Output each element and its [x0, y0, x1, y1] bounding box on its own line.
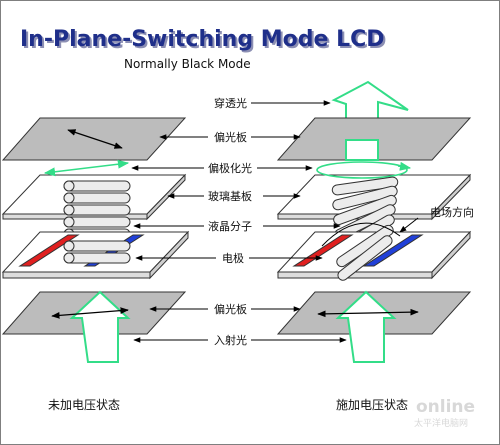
left-polarized-light-arrow — [43, 159, 130, 177]
diagram-subtitle: Normally Black Mode — [124, 57, 251, 71]
label-field-direction: 电场方向 — [430, 205, 474, 219]
center-labels: 穿透光 偏光板 偏极化光 玻璃基板 液晶分子 电极 偏光板 入射光 电场方向 — [131, 96, 474, 347]
label-transmitted-light: 穿透光 — [214, 96, 247, 110]
label-glass-substrate: 玻璃基板 — [208, 189, 252, 203]
right-bottom-polarizer-axis — [317, 308, 419, 318]
caption-voltage-off: 未加电压状态 — [48, 398, 120, 412]
left-stack — [1, 117, 190, 363]
right-electric-field-arc — [321, 222, 401, 247]
label-polarizer-top: 偏光板 — [214, 130, 247, 144]
diagram-title: In-Plane-Switching Mode LCD — [20, 27, 385, 52]
label-polarized-light: 偏极化光 — [208, 161, 252, 175]
right-electrode-blue — [362, 234, 424, 267]
left-top-polarizer-axis — [67, 129, 123, 149]
label-electrode: 电极 — [222, 251, 244, 265]
left-electrode-red — [18, 234, 80, 267]
label-liquid-crystal: 液晶分子 — [208, 219, 252, 233]
field-direction-pointer — [399, 217, 419, 233]
watermark-site: 太平洋电脑网 — [414, 417, 468, 429]
title-shadow: In-Plane-Switching Mode LCD — [22, 29, 387, 54]
left-bottom-polarizer-axis — [51, 307, 129, 319]
right-stack — [276, 80, 472, 363]
caption-voltage-on: 施加电压状态 — [336, 398, 408, 412]
label-incident-light: 入射光 — [214, 333, 247, 347]
label-polarizer-bottom: 偏光板 — [214, 302, 247, 316]
watermark-logo: online — [416, 397, 475, 417]
